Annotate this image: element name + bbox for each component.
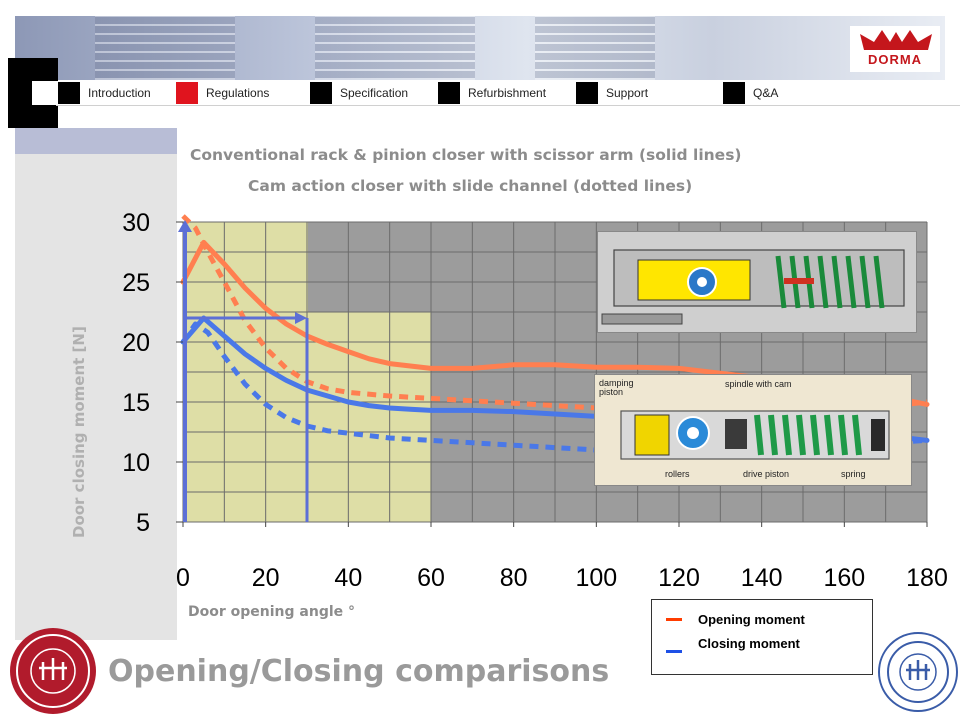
cpd-seal-icon <box>887 641 949 703</box>
legend-entry-closing: Closing moment <box>666 634 800 653</box>
header-banner <box>15 16 945 80</box>
nav-label: Specification <box>340 86 409 100</box>
nav-square-icon <box>576 82 598 104</box>
nav-item-refurbishment[interactable]: Refurbishment <box>438 81 546 105</box>
nav-square-icon <box>438 82 460 104</box>
x-tick-label: 60 <box>417 564 445 592</box>
series-line-closing-moment-dotted <box>180 321 928 455</box>
label-spindle-with-cam: spindle with cam <box>725 379 792 389</box>
rack-pinion-illustration <box>598 232 916 332</box>
label-damping-piston: damping piston <box>599 378 634 397</box>
nav-label: Support <box>606 86 649 100</box>
plot-area-top-band <box>308 222 432 312</box>
nav-item-introduction[interactable]: Introduction <box>58 81 151 105</box>
nav-square-icon <box>58 82 80 104</box>
left-sidebar-header <box>15 128 177 154</box>
x-axis-label: Door opening angle ° <box>188 604 355 620</box>
rack-pinion-diagram <box>597 231 917 333</box>
brand-logo: DORMA <box>850 26 940 72</box>
label-rollers: rollers <box>665 469 690 479</box>
legend-swatch <box>666 618 682 621</box>
cam-action-illustration <box>595 375 911 485</box>
top-navigation: Introduction Regulations Specification R… <box>56 81 960 106</box>
x-tick-label: 80 <box>500 564 528 592</box>
x-tick-label: 40 <box>334 564 362 592</box>
slide-title: Opening/Closing comparisons <box>108 654 610 689</box>
x-tick-label: 180 <box>906 564 948 592</box>
nav-item-support[interactable]: Support <box>576 81 648 105</box>
horizontal-arrowhead <box>295 312 307 324</box>
crown-icon <box>860 30 932 50</box>
axis-ticks: 0 20 40 60 80 100 120 140 160 180 5 10 15 20 25 30 <box>122 209 948 592</box>
y-tick-label: 5 <box>136 509 150 537</box>
annotation-arrows <box>178 220 309 522</box>
legend-entry-opening: Opening moment <box>666 612 805 627</box>
y-tick-label: 15 <box>122 389 150 417</box>
building-facade-graphic <box>315 16 475 80</box>
left-sidebar-strip <box>15 128 177 640</box>
legend-swatch <box>666 650 682 653</box>
label-spring: spring <box>841 469 866 479</box>
x-tick-label: 120 <box>658 564 700 592</box>
y-axis-label: Door closing moment [N] <box>70 326 88 538</box>
x-tick-label: 100 <box>575 564 617 592</box>
cam-action-diagram: damping piston spindle with cam rollers … <box>594 374 912 486</box>
building-facade-graphic <box>95 16 235 80</box>
riba-cpd-core-curriculum-seal <box>878 632 958 712</box>
brand-name: DORMA <box>867 52 923 67</box>
label-drive-piston: drive piston <box>743 469 790 479</box>
nav-label: Refurbishment <box>468 86 547 100</box>
nav-item-qa[interactable]: Q&A <box>723 81 778 105</box>
nav-item-regulations[interactable]: Regulations <box>176 81 269 105</box>
legend-label: Opening moment <box>698 612 805 627</box>
x-tick-label: 0 <box>176 564 190 592</box>
nav-square-icon <box>176 82 198 104</box>
nav-item-specification[interactable]: Specification <box>310 81 408 105</box>
y-tick-label: 10 <box>122 449 150 477</box>
nav-label: Introduction <box>88 86 151 100</box>
corner-block-inner <box>32 81 56 105</box>
building-facade-graphic <box>535 16 655 80</box>
nav-square-icon <box>310 82 332 104</box>
legend-label: Closing moment <box>698 636 800 651</box>
y-tick-label: 20 <box>122 329 150 357</box>
riba-seal-icon <box>16 634 90 708</box>
x-tick-label: 20 <box>252 564 280 592</box>
y-tick-label: 25 <box>122 269 150 297</box>
x-tick-label: 160 <box>823 564 865 592</box>
nav-square-icon <box>723 82 745 104</box>
nav-label: Regulations <box>206 86 270 100</box>
chart-subtitle: Cam action closer with slide channel (do… <box>248 177 693 195</box>
vertical-arrowhead <box>178 220 192 232</box>
chart-title: Conventional rack & pinion closer with s… <box>190 146 742 164</box>
chart-legend: Opening moment Closing moment <box>651 599 873 675</box>
y-tick-label: 30 <box>122 209 150 237</box>
x-tick-label: 140 <box>741 564 783 592</box>
riba-assessed-material-seal <box>10 628 96 714</box>
nav-label: Q&A <box>753 86 779 100</box>
